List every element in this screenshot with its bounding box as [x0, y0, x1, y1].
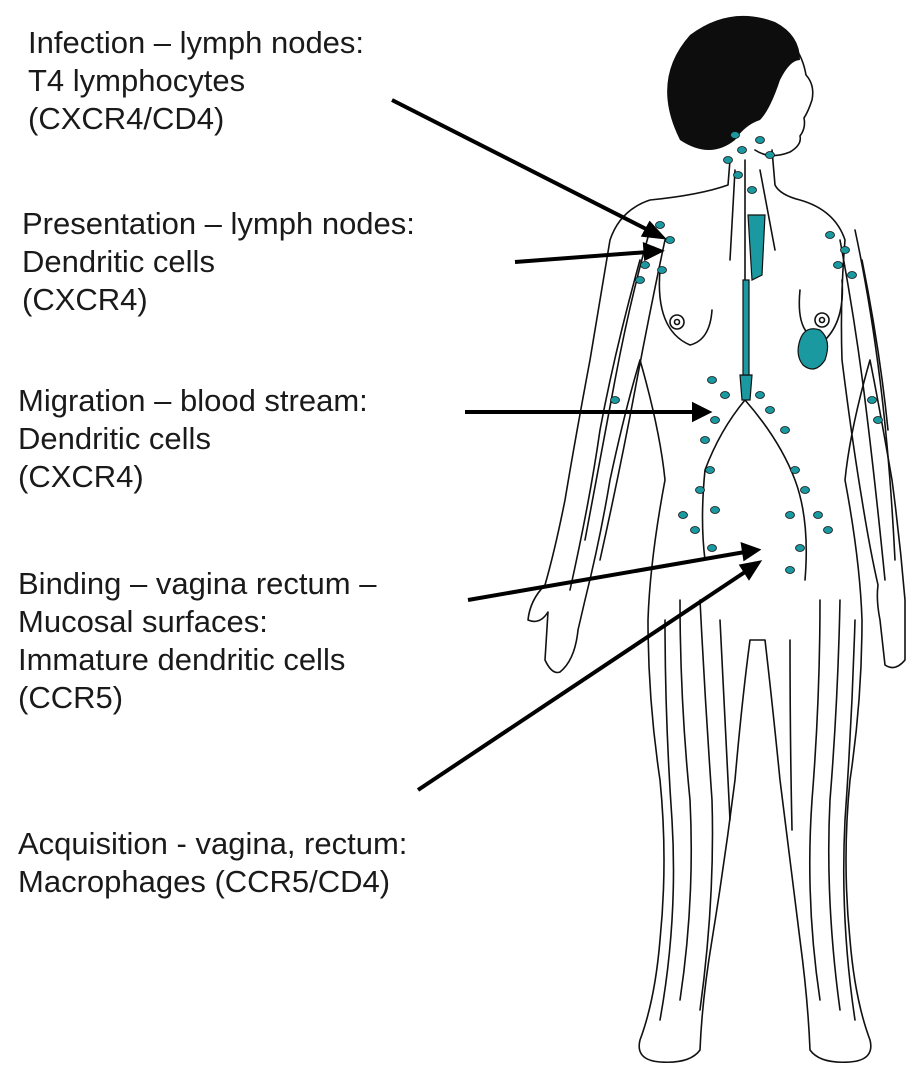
lymph-node	[734, 172, 743, 179]
lymph-node	[756, 392, 765, 399]
lymph-node	[721, 392, 730, 399]
arrowhead-migration	[694, 405, 708, 419]
lymph-node	[706, 467, 715, 474]
lymph-node	[781, 427, 790, 434]
lymph-node	[786, 512, 795, 519]
thoracic-duct	[743, 280, 749, 375]
lymph-node	[748, 187, 757, 194]
lymph-node	[874, 417, 883, 424]
lymph-node	[656, 222, 665, 229]
lymph-node	[791, 467, 800, 474]
lymph-node	[701, 437, 710, 444]
lymph-node	[786, 567, 795, 574]
lymph-node	[708, 545, 717, 552]
lymph-node	[641, 262, 650, 269]
lymph-node	[766, 152, 775, 159]
lymph-node	[756, 137, 765, 144]
arrowhead-binding	[743, 545, 757, 558]
arrow-acquisition	[418, 570, 748, 790]
lymph-node	[611, 397, 620, 404]
lymph-node	[738, 147, 747, 154]
left-breast	[659, 270, 712, 345]
lymph-node	[711, 507, 720, 514]
right-nipple	[815, 313, 829, 327]
lymph-node	[796, 545, 805, 552]
arrow-binding	[468, 552, 745, 600]
lymph-node	[814, 512, 823, 519]
arrow-infection	[392, 100, 652, 232]
lymph-node	[848, 272, 857, 279]
arrowhead-acquisition	[742, 563, 758, 577]
lymph-node	[658, 267, 667, 274]
lymph-node	[696, 487, 705, 494]
lymph-node	[731, 132, 740, 139]
lymph-node	[824, 527, 833, 534]
lymph-node	[801, 487, 810, 494]
lymph-node	[691, 527, 700, 534]
lymph-node	[868, 397, 877, 404]
lymph-node	[636, 277, 645, 284]
lymph-node	[724, 157, 733, 164]
arrowhead-presentation	[645, 245, 660, 258]
spleen	[798, 329, 828, 369]
lymph-node	[766, 407, 775, 414]
thymus	[748, 215, 765, 280]
lymph-node	[708, 377, 717, 384]
lymph-node	[711, 417, 720, 424]
lymph-node	[841, 247, 850, 254]
left-nipple	[670, 315, 684, 329]
lymph-node	[826, 232, 835, 239]
lymph-node	[666, 237, 675, 244]
thoracic-duct-cisterna	[740, 375, 752, 400]
arrow-presentation	[515, 252, 648, 262]
hair	[667, 16, 800, 150]
lymph-node	[834, 262, 843, 269]
lymph-node	[679, 512, 688, 519]
